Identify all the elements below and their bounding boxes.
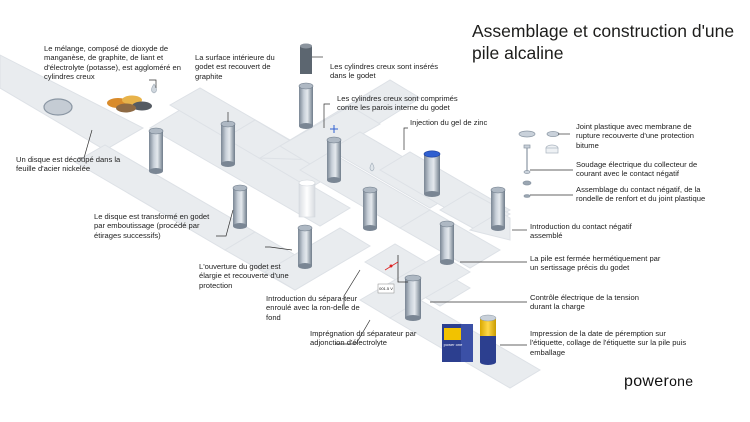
electrolyte-cylinder [362, 162, 378, 231]
step-label-welding: Soudage électrique du collecteur de cour… [576, 160, 698, 179]
voltmeter-readout: 001.5 V [379, 286, 393, 291]
step-label-impregnation: Imprégnation du séparateur par adjonctio… [310, 329, 417, 348]
step-label-mix: Le mélange, composé de dioxyde de mangan… [44, 44, 181, 82]
diagram-title: Assemblage et construction d'une pile al… [472, 21, 735, 63]
step-label-inserted: Les cylindres creux sont insérés dans le… [330, 62, 439, 81]
graphite-coated-cylinder [220, 120, 236, 167]
step-label-graphite: La surface intérieure du godet est recou… [195, 53, 275, 81]
step-label-contact-assembly: Assemblage du contact négatif, de la ron… [576, 185, 706, 204]
packaged-batteries-icon [442, 314, 497, 365]
step-label-opening-widened: L'ouverture du godet est élargie et reco… [199, 262, 289, 290]
negative-contact-parts-icon [518, 130, 560, 198]
step-label-zinc-gel: Injection du gel de zinc [410, 118, 488, 127]
step-label-deep-drawing: Le disque est transformé en godet par em… [94, 212, 210, 240]
cup-drawn-cylinder [148, 127, 164, 174]
zinc-gel-cylinder [423, 150, 441, 197]
logo-part2: one [669, 373, 694, 389]
logo-part1: power [624, 373, 670, 390]
plastic-seal-icon [545, 144, 559, 154]
battery-brand-label: power one [443, 342, 463, 347]
step-label-labeling: Impression de la date de péremption sur … [530, 329, 687, 357]
step-label-disc-cut: Un disque est découpé dans la feuille d'… [16, 155, 121, 174]
compressed-cylinder [326, 125, 342, 183]
separator-cylinder [298, 179, 316, 218]
step-label-compressed: Les cylindres creux sont comprimés contr… [337, 94, 458, 113]
raw-materials-icon [107, 83, 157, 113]
leader-lines [78, 56, 573, 346]
inserted-cylinder [298, 43, 314, 129]
step-label-crimping: La pile est fermée hermétiquement par un… [530, 254, 661, 273]
separator-inserted-cylinder [297, 224, 313, 269]
conveyor-path [0, 54, 541, 389]
cell-cylinders [148, 43, 506, 321]
step-label-plastic-seal: Joint plastique avec membrane de rupture… [576, 122, 694, 150]
step-label-separator: Introduction du sépara-teur enroulé avec… [266, 294, 360, 322]
powerone-logo: powerone [624, 373, 693, 391]
step-label-contact-introduced: Introduction du contact négatif assemblé [530, 222, 632, 241]
voltmeter-wiring [377, 255, 408, 294]
charging-cylinder [404, 274, 422, 321]
step-label-voltage-check: Contrôle électrique de la tension durant… [530, 293, 639, 312]
widened-cylinder [232, 184, 248, 229]
disc-hole [43, 98, 73, 116]
contact-inserted-cylinder [439, 220, 455, 265]
sealed-cylinder [490, 186, 506, 231]
